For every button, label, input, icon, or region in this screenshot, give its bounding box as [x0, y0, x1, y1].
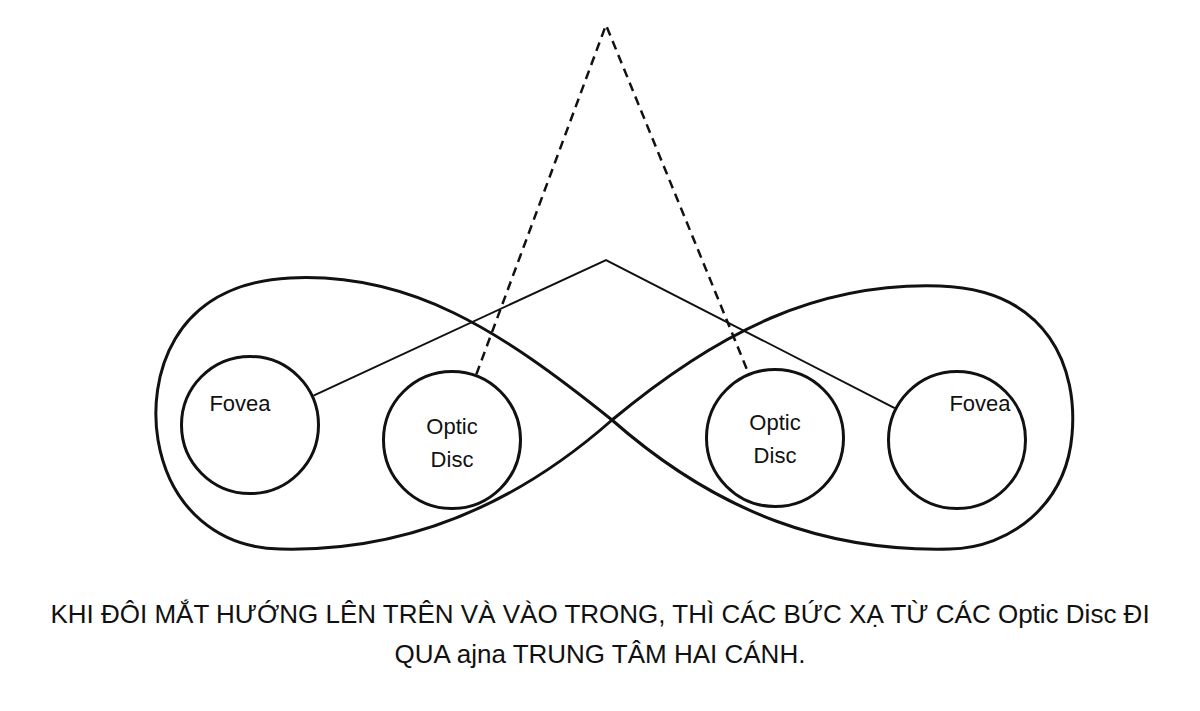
circle-outline: [382, 370, 522, 510]
circle-stroke: [889, 372, 1026, 509]
caption: KHI ĐÔI MẮT HƯỚNG LÊN TRÊN VÀ VÀO TRONG,…: [40, 594, 1160, 674]
circle-outline: [705, 368, 845, 508]
node-label: Fovea: [195, 387, 285, 420]
circle-stroke: [707, 370, 844, 507]
fovea-circle: Fovea: [180, 355, 320, 495]
optic-disc-circle: Optic Disc: [382, 370, 522, 510]
fovea-circle: Fovea: [887, 370, 1027, 510]
node-label: Fovea: [935, 387, 1025, 420]
infinity-curve: [156, 278, 1073, 550]
node-label: Optic Disc: [740, 406, 810, 472]
optic-disc-ray: [476, 25, 748, 374]
circle-stroke: [384, 372, 521, 509]
node-label: Optic Disc: [417, 410, 487, 476]
circle-stroke: [182, 357, 319, 494]
circle-outline: [180, 355, 320, 495]
fovea-sight-line: [314, 260, 895, 408]
optic-disc-circle: Optic Disc: [705, 368, 845, 508]
